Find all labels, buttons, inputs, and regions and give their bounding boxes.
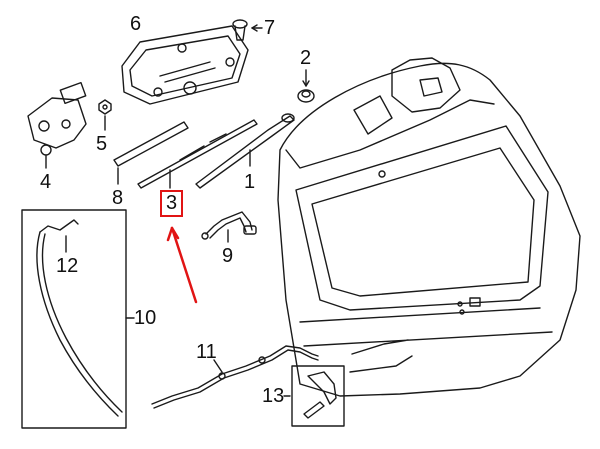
- callout-7: 7: [264, 17, 276, 39]
- washer-nozzle-hose: [201, 211, 257, 243]
- nut: [98, 99, 112, 131]
- highlight-arrow: [166, 226, 198, 304]
- callout-6: 6: [130, 13, 142, 35]
- callout-4: 4: [40, 171, 52, 193]
- callout-3-highlighted: 3: [160, 190, 184, 217]
- callout-5: 5: [96, 133, 108, 155]
- screw: [232, 19, 263, 41]
- callout-10: 10: [134, 307, 157, 329]
- callout-1: 1: [244, 171, 256, 193]
- washer-hose-panel: [21, 209, 135, 429]
- callout-9: 9: [222, 245, 234, 267]
- wiper-arm-assembly: [195, 113, 295, 189]
- wiper-motor: [27, 81, 87, 169]
- callout-13: 13: [262, 385, 285, 407]
- callout-8: 8: [112, 187, 124, 209]
- callout-11: 11: [196, 341, 217, 363]
- liftgate: [277, 57, 581, 397]
- connector-box: [283, 365, 345, 427]
- callout-2: 2: [300, 47, 312, 69]
- wiper-motor-cover: [121, 25, 249, 105]
- callout-12: 12: [56, 255, 79, 277]
- grommet-nut: [297, 69, 315, 103]
- wiper-blade: [137, 119, 258, 189]
- washer-hose: [151, 345, 319, 409]
- wiper-arm: [113, 121, 189, 185]
